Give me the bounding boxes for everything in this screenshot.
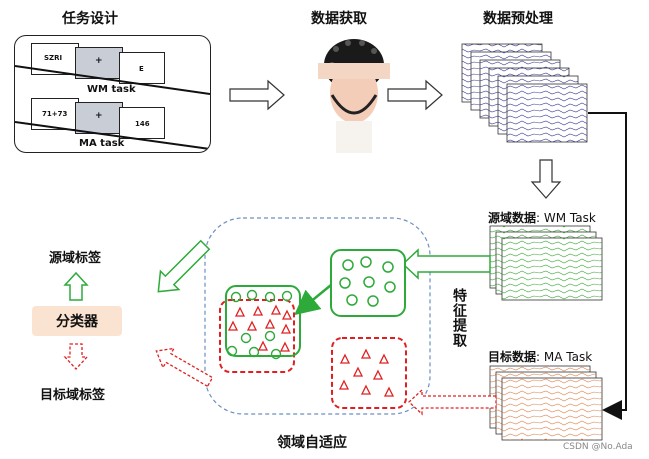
ma-probe-screen: 146 (119, 107, 165, 139)
target-label-text: 目标域标签 (40, 388, 106, 403)
preprocessing-title: 数据预处理 (483, 11, 553, 27)
domain-adaptation-region (204, 217, 431, 415)
dashed-arrow-down-icon (63, 343, 89, 370)
dashed-arrow-left-icon (408, 388, 497, 416)
source-data-label: 源域数据: WM Task (488, 209, 596, 226)
task-design-panel: SZRI + E WM task 71+73 + 146 MA task (14, 35, 211, 153)
target-data-label: 目标数据: MA Task (488, 348, 592, 365)
wm-task-label: WM task (87, 84, 136, 95)
ma-fix-text: + (95, 111, 103, 121)
ma-cue-text: 71+73 (42, 110, 68, 118)
ma-fixation-screen: + (75, 102, 123, 134)
target-feature-cluster (331, 337, 407, 409)
adaptation-arrow (294, 284, 332, 316)
hollow-arrow-right-icon (229, 79, 285, 111)
watermark: CSDN @No.Ada (563, 442, 633, 452)
source-label-text: 源域标签 (49, 251, 102, 266)
target-data-suffix: : MA Task (536, 350, 593, 364)
hollow-arrow-down-icon (530, 159, 562, 199)
preprocessed-eeg-stack (461, 43, 588, 143)
ma-probe-text: 146 (135, 120, 150, 128)
aligned-feature-cluster (219, 285, 301, 373)
data-acquisition-title: 数据获取 (311, 11, 367, 27)
source-eeg-stack (489, 225, 603, 301)
wm-probe-text: E (139, 65, 144, 73)
source-feature-cluster (330, 249, 406, 317)
task-design-title: 任务设计 (62, 11, 118, 27)
timeline-lines (15, 65, 210, 150)
source-data-prefix: 源域数据 (488, 211, 537, 225)
domain-adaptation-label: 领域自适应 (277, 435, 347, 451)
feature-extraction-label: 特征提取 (451, 288, 467, 348)
ma-task-label: MA task (79, 138, 125, 149)
target-data-prefix: 目标数据 (488, 350, 537, 364)
classifier-box: 分类器 (32, 306, 122, 336)
source-data-suffix: : WM Task (536, 211, 596, 225)
pipeline-connector (588, 112, 627, 420)
eeg-cap-subject-icon (318, 39, 390, 153)
hollow-arrow-diagonal-icon (157, 239, 211, 293)
hollow-arrow-up-icon (63, 271, 89, 301)
wm-probe-screen: E (119, 52, 165, 84)
wm-cue-text: SZRI (44, 54, 63, 62)
hollow-arrow-left-icon (401, 248, 491, 280)
dashed-arrow-diagonal-icon (155, 347, 214, 388)
wm-fix-text: + (95, 56, 103, 66)
target-eeg-stack (489, 365, 603, 441)
hollow-arrow-right-icon (387, 79, 443, 111)
